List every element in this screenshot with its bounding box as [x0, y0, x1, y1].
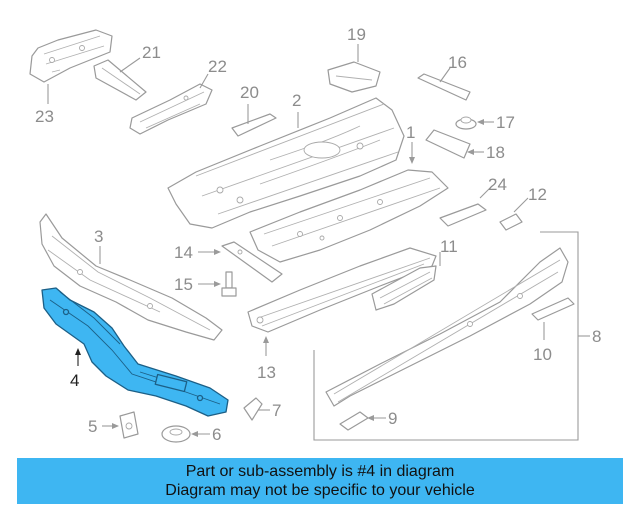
- arrow-4: [75, 348, 81, 355]
- callout-20: 20: [240, 83, 259, 102]
- callout-15: 15: [174, 275, 193, 294]
- banner-line-disclaimer: Diagram may not be specific to your vehi…: [165, 482, 475, 499]
- arrow-6: [191, 431, 198, 437]
- callout-22: 22: [208, 57, 227, 76]
- arrow-5: [112, 423, 119, 429]
- part-5[interactable]: [119, 411, 139, 439]
- parts-diagram: 23 21 22 20 2 19 16: [29, 25, 601, 444]
- callout-3: 3: [94, 227, 103, 246]
- leader-21: [119, 57, 141, 73]
- arrow-15: [214, 281, 221, 287]
- callout-21: 21: [142, 43, 161, 62]
- part-8[interactable]: [325, 247, 569, 407]
- leader-12: [513, 197, 529, 213]
- part-1[interactable]: [249, 169, 449, 263]
- arrow-18: [467, 149, 474, 155]
- callout-18: 18: [486, 143, 505, 162]
- arrow-14: [214, 249, 221, 255]
- callout-17: 17: [496, 113, 515, 132]
- part-6[interactable]: [161, 425, 191, 443]
- part-18[interactable]: [425, 129, 471, 159]
- part-21[interactable]: [93, 59, 147, 101]
- bracket-8: [313, 231, 579, 441]
- part-23[interactable]: [29, 29, 113, 83]
- callout-14: 14: [174, 243, 193, 262]
- part-20[interactable]: [231, 113, 277, 137]
- callout-4: 4: [70, 371, 79, 390]
- callout-23: 23: [35, 107, 54, 126]
- arrow-17: [477, 119, 484, 125]
- callout-9: 9: [388, 409, 397, 428]
- callout-10: 10: [533, 345, 552, 364]
- part-7[interactable]: [243, 397, 263, 421]
- arrow-13: [263, 336, 269, 343]
- part-11[interactable]: [371, 265, 437, 311]
- arrow-1: [409, 157, 415, 164]
- callout-6: 6: [212, 425, 221, 444]
- banner-line-part: Part or sub-assembly is #4 in diagram: [185, 463, 455, 480]
- callout-24: 24: [488, 175, 507, 194]
- leader-16: [439, 67, 451, 83]
- callout-11: 11: [440, 237, 458, 256]
- part-2[interactable]: [167, 97, 405, 229]
- part-15[interactable]: [221, 271, 237, 297]
- callout-13: 13: [257, 363, 276, 382]
- part-12[interactable]: [499, 213, 523, 231]
- callout-12: 12: [528, 185, 547, 204]
- part-10[interactable]: [531, 297, 575, 321]
- callout-16: 16: [448, 53, 467, 72]
- part-22[interactable]: [129, 83, 213, 135]
- callout-5: 5: [88, 417, 97, 436]
- part-3[interactable]: [39, 213, 223, 341]
- part-17[interactable]: [455, 116, 477, 130]
- part-9[interactable]: [339, 411, 369, 431]
- arrow-9: [367, 415, 374, 421]
- info-banner: Part or sub-assembly is #4 in diagram Di…: [17, 458, 623, 504]
- part-14[interactable]: [221, 241, 283, 283]
- part-24[interactable]: [439, 203, 487, 227]
- callout-2: 2: [292, 91, 301, 110]
- callout-1: 1: [406, 123, 415, 142]
- callout-8: 8: [592, 327, 601, 346]
- callout-7: 7: [272, 401, 281, 420]
- part-16[interactable]: [417, 73, 471, 101]
- part-19[interactable]: [327, 61, 381, 93]
- part-4-highlighted[interactable]: [41, 287, 229, 417]
- leader-24: [479, 187, 491, 199]
- callout-19: 19: [347, 25, 366, 44]
- leader-22: [199, 73, 209, 89]
